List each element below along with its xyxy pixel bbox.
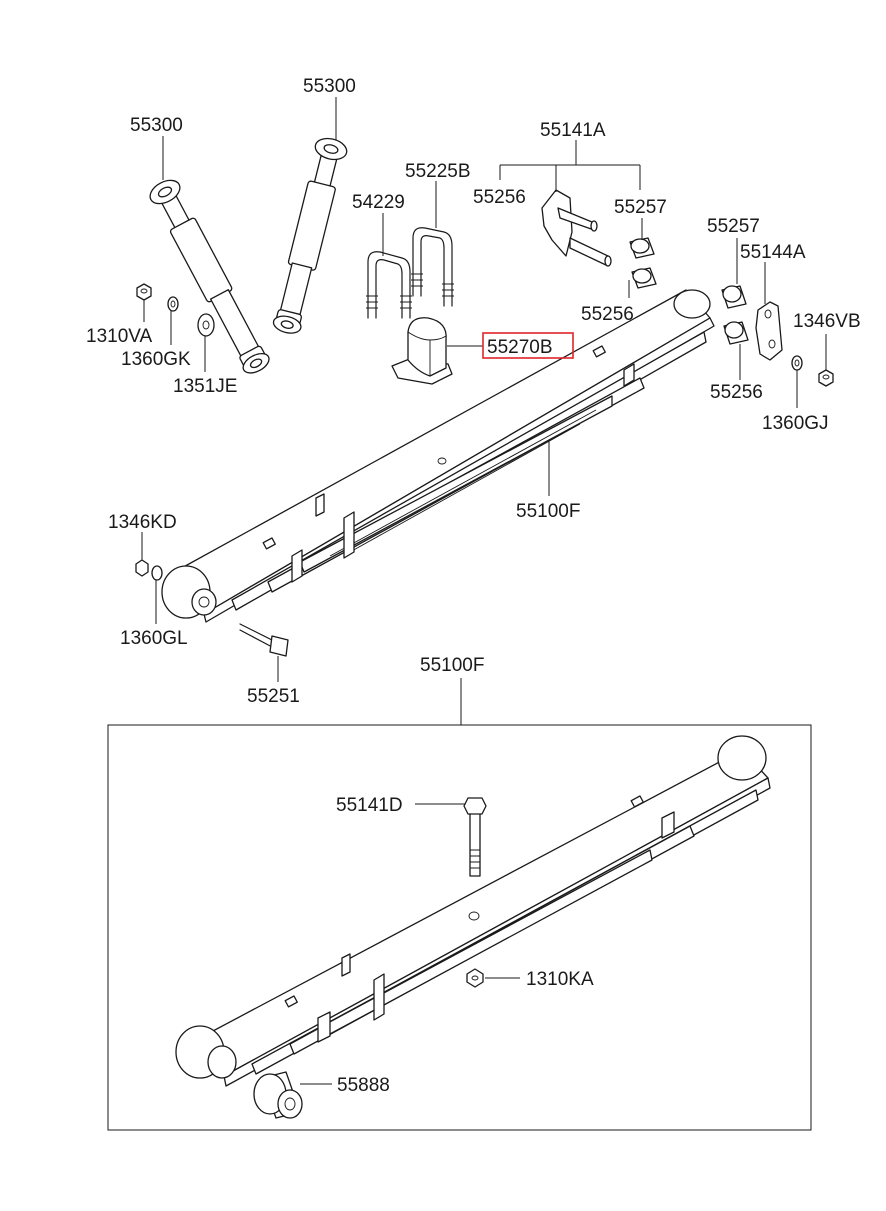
bushing-55256-mid-part[interactable] bbox=[631, 267, 657, 289]
spring-bracket-55141a-part[interactable] bbox=[541, 189, 612, 267]
spring-assembly-box bbox=[107, 724, 812, 1131]
leaf-spring-assembly-part[interactable] bbox=[175, 735, 771, 1087]
leaf-spring-55100f-part[interactable] bbox=[161, 289, 715, 623]
bolt-55251-part[interactable] bbox=[239, 623, 289, 657]
label-55256-right[interactable]: 55256 bbox=[710, 382, 763, 403]
label-1310va[interactable]: 1310VA bbox=[86, 326, 153, 347]
nut-1310ka-part[interactable] bbox=[466, 968, 484, 988]
label-55888[interactable]: 55888 bbox=[337, 1075, 390, 1096]
nut-1346kd-part[interactable] bbox=[135, 559, 149, 577]
shock-absorber-left[interactable] bbox=[146, 176, 274, 378]
eye-bushing-55888-part[interactable] bbox=[253, 1071, 303, 1119]
u-bolt-55225b-part[interactable] bbox=[411, 227, 454, 307]
label-1346vb[interactable]: 1346VB bbox=[793, 311, 861, 332]
label-55144a[interactable]: 55144A bbox=[740, 242, 806, 263]
shackle-55144a-part[interactable] bbox=[755, 301, 783, 361]
label-55141a[interactable]: 55141A bbox=[540, 120, 606, 141]
label-55300-right[interactable]: 55300 bbox=[303, 76, 356, 97]
label-55300-left[interactable]: 55300 bbox=[130, 115, 183, 136]
label-1351je[interactable]: 1351JE bbox=[173, 376, 237, 397]
label-1360gk[interactable]: 1360GK bbox=[121, 349, 191, 370]
u-bolt-54229-part[interactable] bbox=[366, 251, 412, 319]
label-55256-top[interactable]: 55256 bbox=[473, 187, 526, 208]
label-1310ka[interactable]: 1310KA bbox=[526, 969, 594, 990]
washer-1360gj-part[interactable] bbox=[791, 355, 803, 371]
bushing-55257-right-part[interactable] bbox=[721, 285, 747, 309]
label-1360gj[interactable]: 1360GJ bbox=[762, 413, 829, 434]
label-1346kd[interactable]: 1346KD bbox=[108, 512, 177, 533]
label-55257-right[interactable]: 55257 bbox=[707, 216, 760, 237]
label-55270b[interactable]: 55270B bbox=[487, 337, 553, 358]
shock-absorber-right[interactable] bbox=[270, 135, 349, 336]
label-55100f-box[interactable]: 55100F bbox=[420, 655, 484, 676]
nut-1310va-part[interactable] bbox=[136, 283, 152, 301]
label-55141d[interactable]: 55141D bbox=[336, 795, 403, 816]
center-bolt-55141d-part[interactable] bbox=[463, 797, 487, 877]
label-55251[interactable]: 55251 bbox=[247, 686, 300, 707]
label-55100f-top[interactable]: 55100F bbox=[516, 501, 580, 522]
bump-stopper-55270b-part[interactable] bbox=[391, 317, 453, 385]
washer-1351je-part[interactable] bbox=[197, 313, 215, 337]
bushing-55256-right-part[interactable] bbox=[723, 321, 749, 345]
label-54229[interactable]: 54229 bbox=[352, 192, 405, 213]
label-55256-mid[interactable]: 55256 bbox=[581, 304, 634, 325]
leader-lines bbox=[141, 97, 827, 1085]
washer-1360gk-part[interactable] bbox=[167, 296, 179, 312]
nut-1346vb-part[interactable] bbox=[818, 369, 834, 387]
bushing-55257-top-part[interactable] bbox=[629, 237, 655, 259]
label-55257-top[interactable]: 55257 bbox=[614, 197, 667, 218]
washer-1360gl-part[interactable] bbox=[151, 565, 163, 581]
highlight-box-55270b bbox=[482, 332, 574, 359]
label-1360gl[interactable]: 1360GL bbox=[120, 628, 188, 649]
label-55225b[interactable]: 55225B bbox=[405, 161, 471, 182]
